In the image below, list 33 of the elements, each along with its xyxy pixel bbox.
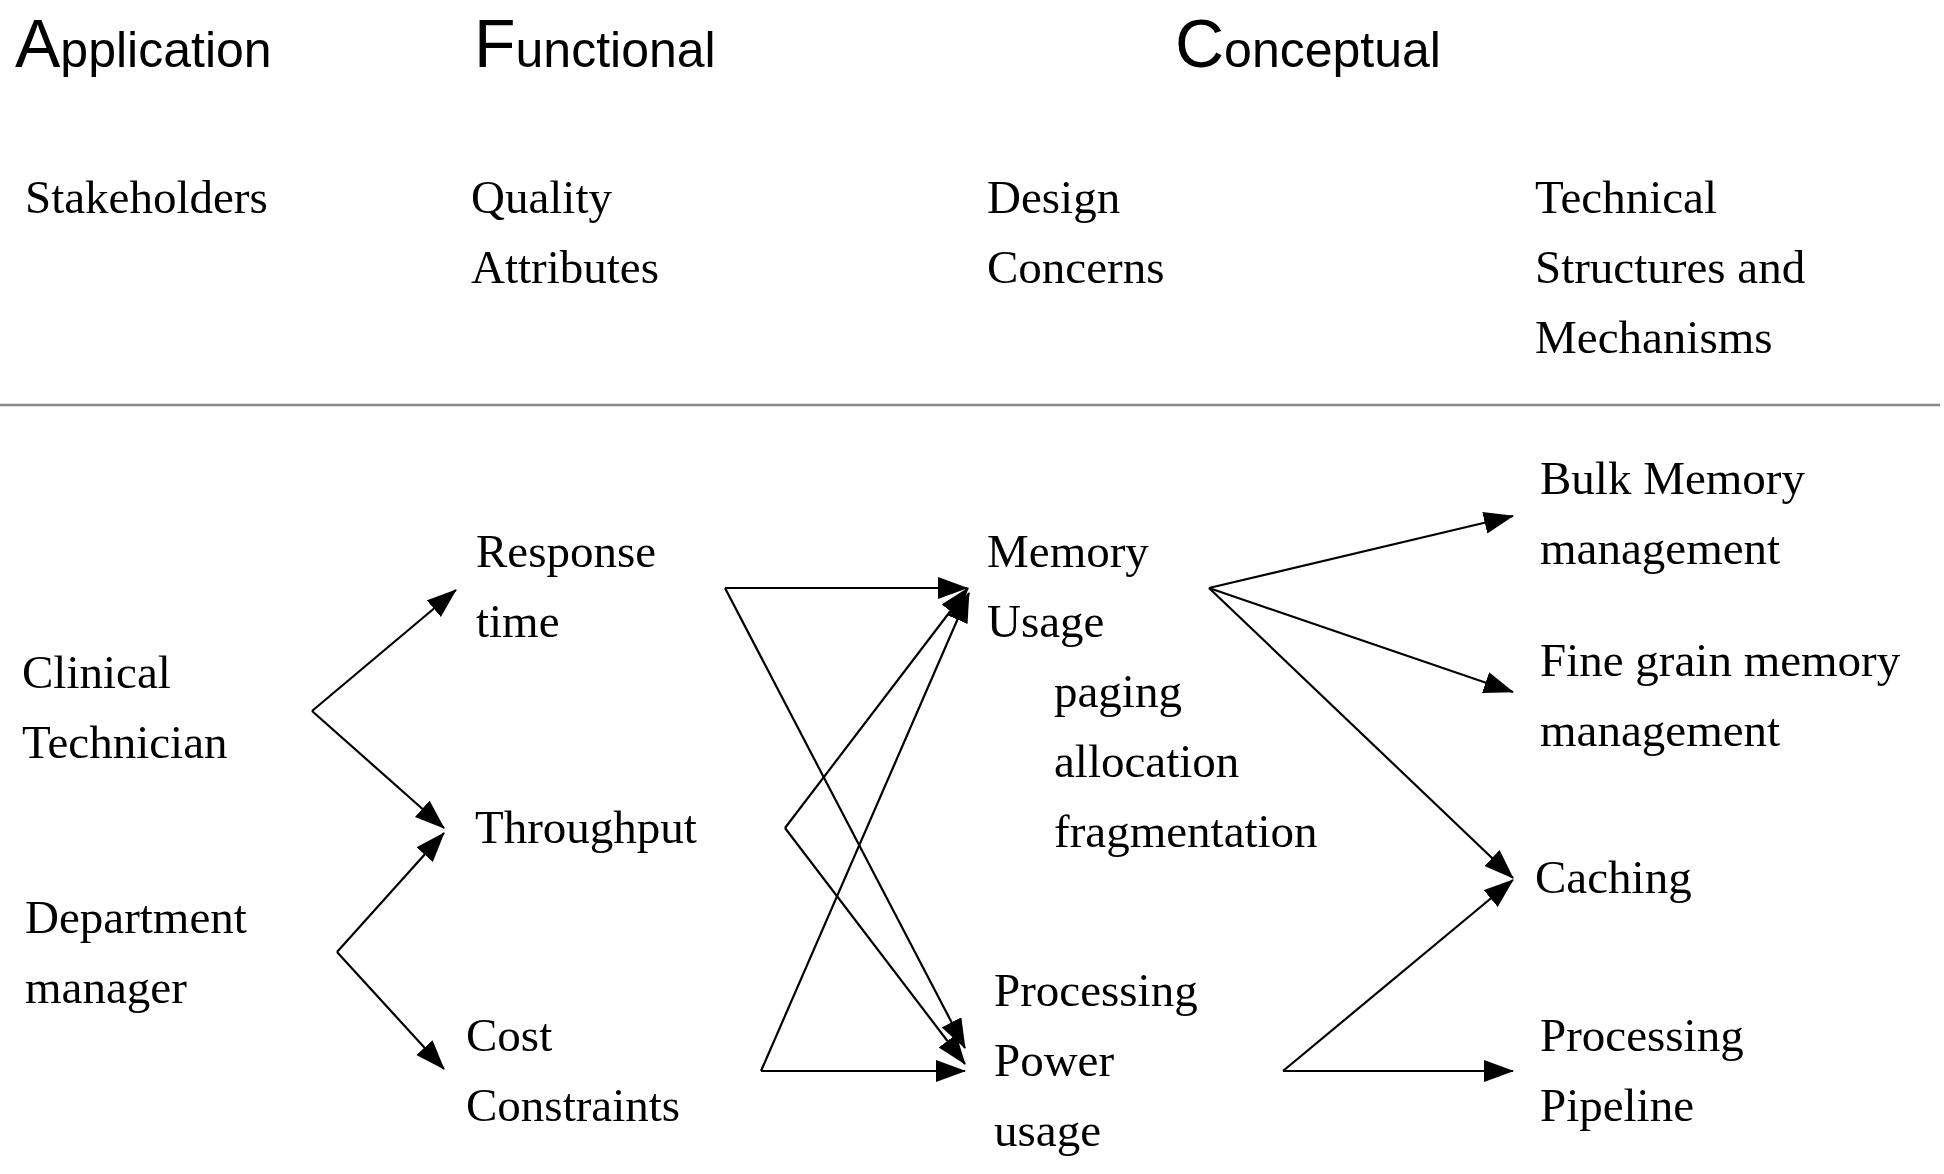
arrow: [336, 951, 445, 1070]
column-subheading: Quality Attributes: [471, 170, 660, 295]
node-label: Fine grain memory management: [1540, 633, 1902, 758]
arrow: [311, 589, 457, 712]
node-label: Department manager: [25, 890, 248, 1015]
node-label: Caching: [1535, 850, 1693, 905]
column-heading: Application: [15, 8, 272, 83]
node-detail-text: paging allocation fragmentation: [1054, 664, 1319, 859]
arrow: [1282, 879, 1514, 1072]
arrow: [760, 592, 970, 1072]
arrow: [311, 710, 445, 829]
column-heading: Conceptual: [1175, 8, 1441, 83]
arrow: [1283, 1060, 1514, 1082]
arrow: [725, 577, 968, 599]
arrow: [1208, 587, 1514, 879]
arrow: [336, 832, 445, 953]
arrow: [1208, 586, 1514, 694]
column-subheading: Technical Structures and Mechanisms: [1535, 170, 1807, 365]
arrow: [784, 587, 969, 829]
column-heading: Functional: [474, 8, 716, 83]
node-label: Response time: [476, 524, 658, 649]
arrow: [761, 1060, 966, 1082]
node-label: Bulk Memory management: [1540, 451, 1807, 576]
arrow: [1208, 512, 1514, 590]
column-subheading: Design Concerns: [987, 170, 1166, 295]
arrow: [724, 587, 966, 1049]
arrow: [784, 827, 966, 1065]
column-subheading: Stakeholders: [25, 170, 269, 225]
node-label: Processing Power usage: [994, 963, 1199, 1158]
node-label: Clinical Technician: [22, 645, 229, 770]
node-label: Cost Constraints: [466, 1008, 682, 1133]
node-label: Processing Pipeline: [1540, 1008, 1745, 1133]
node-label: Throughput: [475, 800, 698, 855]
